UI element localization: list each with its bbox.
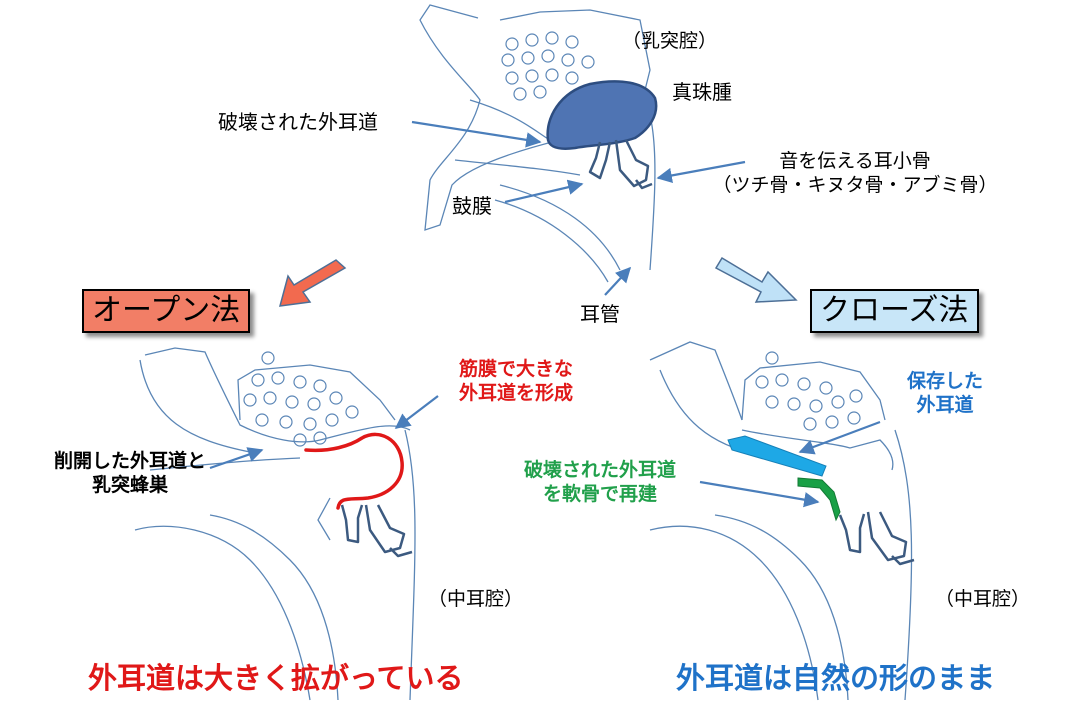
label-cartilage-rebuild: 破壊された外耳道 を軟骨で再建 <box>490 459 710 507</box>
closed-ossicles <box>838 511 915 566</box>
preserved-canal-shape <box>727 435 827 477</box>
label-ossicles-line1: 音を伝える耳小骨 <box>779 150 931 172</box>
label-rebuild-line1: 破壊された外耳道 <box>523 459 676 481</box>
label-mastoid-cavity: （乳突腔） <box>622 30 718 52</box>
cholesteatoma-mass <box>546 80 658 150</box>
label-eardrum: 鼓膜 <box>452 194 492 218</box>
open-right-wall <box>404 429 416 701</box>
open-mastoid-outline <box>237 364 396 421</box>
label-ossicles: 音を伝える耳小骨 （ツチ骨・キヌタ骨・アブミ骨） <box>690 150 1020 198</box>
closed-right-wall <box>894 429 913 701</box>
label-fascia-canal: 筋膜で大きな 外耳道を形成 <box>436 358 596 406</box>
label-fascia-line2: 外耳道を形成 <box>458 381 573 404</box>
closed-canal-upper <box>741 429 894 471</box>
open-ear-anatomy <box>134 347 416 701</box>
label-preserved-canal: 保存した 外耳道 <box>880 370 1010 418</box>
label-eustachian-tube: 耳管 <box>580 302 620 326</box>
top-eustachian-1 <box>499 184 621 271</box>
open-mastoid-cells <box>243 351 359 447</box>
arrow-eustachian <box>604 266 632 296</box>
open-method-box: オープン法 <box>82 289 251 333</box>
open-outer-line <box>139 359 251 453</box>
label-middle-ear-right: （中耳腔） <box>935 588 1031 610</box>
label-ossicles-line2: （ツチ骨・キヌタ骨・アブミ骨） <box>712 173 998 196</box>
top-mastoid-outline <box>499 9 651 111</box>
open-ossicles <box>340 504 413 558</box>
open-lower-tube-2 <box>209 514 339 701</box>
closed-mastoid-outline <box>741 361 886 421</box>
label-fascia-line1: 筋膜で大きな <box>458 358 573 380</box>
label-excised-line2: 乳突蜂巣 <box>91 473 168 496</box>
top-eustachian-2 <box>494 199 609 283</box>
label-excised-line1: 削開した外耳道と <box>53 450 206 472</box>
label-middle-ear-left: （中耳腔） <box>428 588 524 610</box>
closed-callout-arrows <box>699 420 881 508</box>
arrow-excised-canal <box>209 447 264 470</box>
arrow-fascia-canal <box>394 395 439 429</box>
caption-open: 外耳道は大きく拡がっている <box>88 661 464 695</box>
label-excised-canal: 削開した外耳道と 乳突蜂巣 <box>30 450 230 498</box>
label-destroyed-ear-canal: 破壊された外耳道 <box>218 110 378 134</box>
open-skull-outline <box>144 347 411 443</box>
closed-lower-tube-1 <box>649 525 819 701</box>
top-ear-anatomy <box>419 4 656 283</box>
label-cholesteatoma: 真珠腫 <box>672 80 732 104</box>
cartilage-rebuild-shape <box>797 477 841 522</box>
label-preserved-line1: 保存した <box>906 370 983 392</box>
top-mastoid-cells <box>501 31 595 101</box>
open-fascia-canal <box>304 432 404 510</box>
label-preserved-line2: 外耳道 <box>916 393 974 416</box>
closed-skull-outline <box>649 341 743 421</box>
open-notch <box>317 497 331 541</box>
closed-method-box: クローズ法 <box>810 289 979 333</box>
top-canal-lower <box>454 159 581 176</box>
caption-closed: 外耳道は自然の形のまま <box>676 661 996 695</box>
open-lower-tube-1 <box>134 525 311 701</box>
arrow-eardrum <box>504 179 584 204</box>
arrow-ossicles <box>656 160 746 184</box>
closed-direction-arrow <box>714 256 798 303</box>
arrow-destroyed-canal <box>411 120 542 148</box>
arrow-cartilage <box>699 480 820 508</box>
arrow-preserved-canal <box>798 420 881 455</box>
open-direction-arrow <box>278 259 347 307</box>
top-right-wall <box>649 114 656 271</box>
top-ossicles <box>588 139 653 190</box>
top-skull-outline <box>419 4 561 231</box>
closed-ear-anatomy <box>649 341 913 701</box>
closed-mastoid-cells <box>755 351 863 431</box>
open-callout-arrows <box>209 395 439 470</box>
label-rebuild-line2: を軟骨で再建 <box>542 482 657 505</box>
closed-lower-tube-2 <box>714 514 849 701</box>
top-callout-arrows <box>411 120 746 296</box>
